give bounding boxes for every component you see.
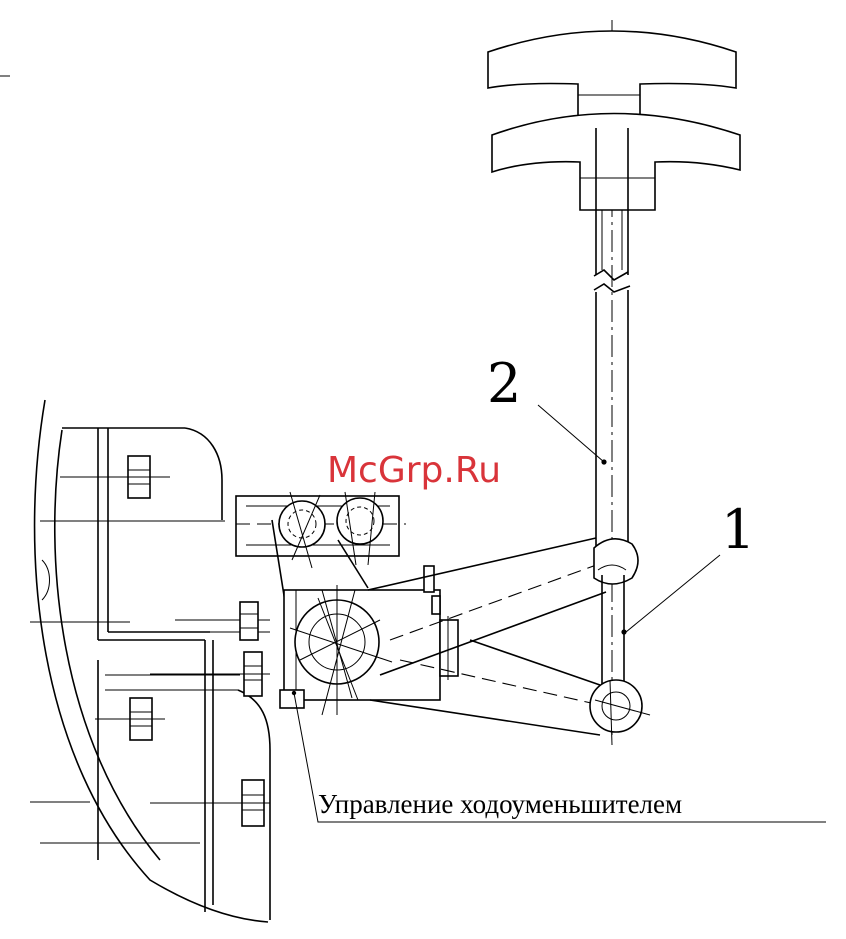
bolt-lower-middle: [150, 652, 270, 696]
handle-knob-lower: [492, 114, 740, 211]
bolt-bottom: [150, 780, 270, 826]
watermark-text: McGrp.Ru: [327, 450, 501, 491]
label-part-1: 1: [721, 498, 755, 561]
caption-text: Управление ходоуменьшителем: [318, 789, 682, 819]
leader-2-dot: [601, 459, 606, 464]
leader-1-dot: [621, 629, 626, 634]
roller-right: [337, 492, 383, 565]
bolt-upper: [60, 456, 170, 498]
label-part-2: 2: [487, 352, 521, 415]
leader-2: [538, 405, 604, 462]
bolt-left-lower: [95, 698, 165, 740]
rod-2-joint: [594, 539, 638, 584]
bolt-middle: [240, 602, 258, 640]
leader-1: [626, 555, 720, 632]
